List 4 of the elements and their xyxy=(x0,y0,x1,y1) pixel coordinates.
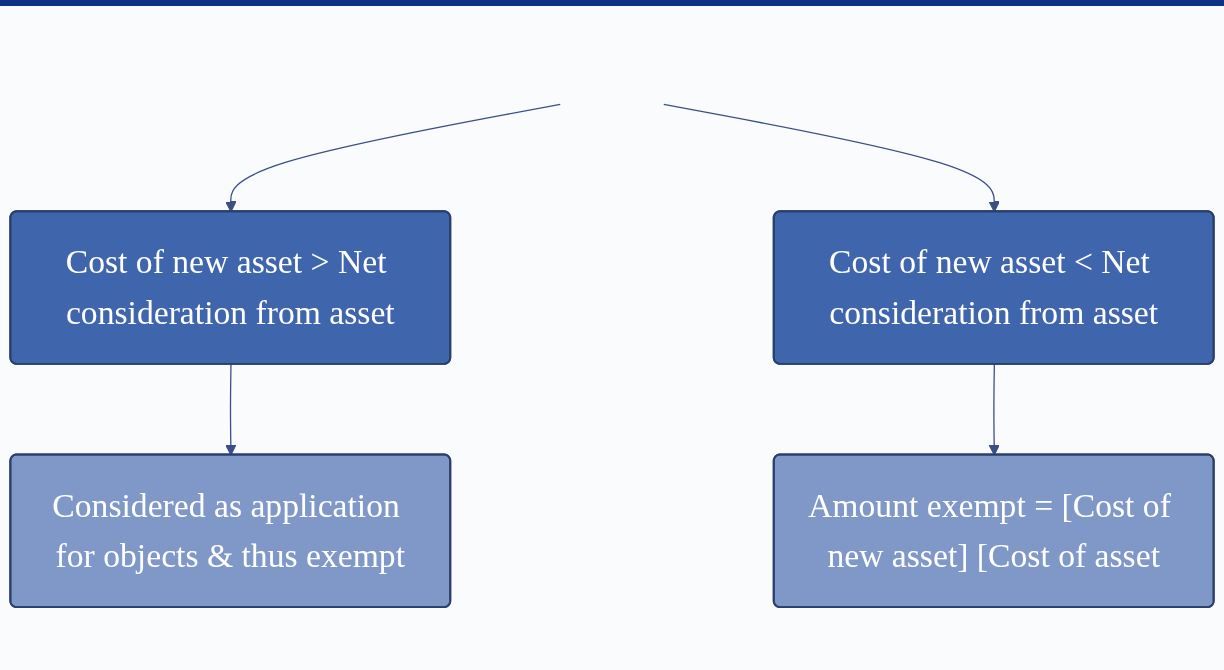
arrow xyxy=(663,103,1000,213)
arrow xyxy=(988,363,1000,456)
arrow xyxy=(225,103,561,213)
arrow xyxy=(225,363,237,456)
